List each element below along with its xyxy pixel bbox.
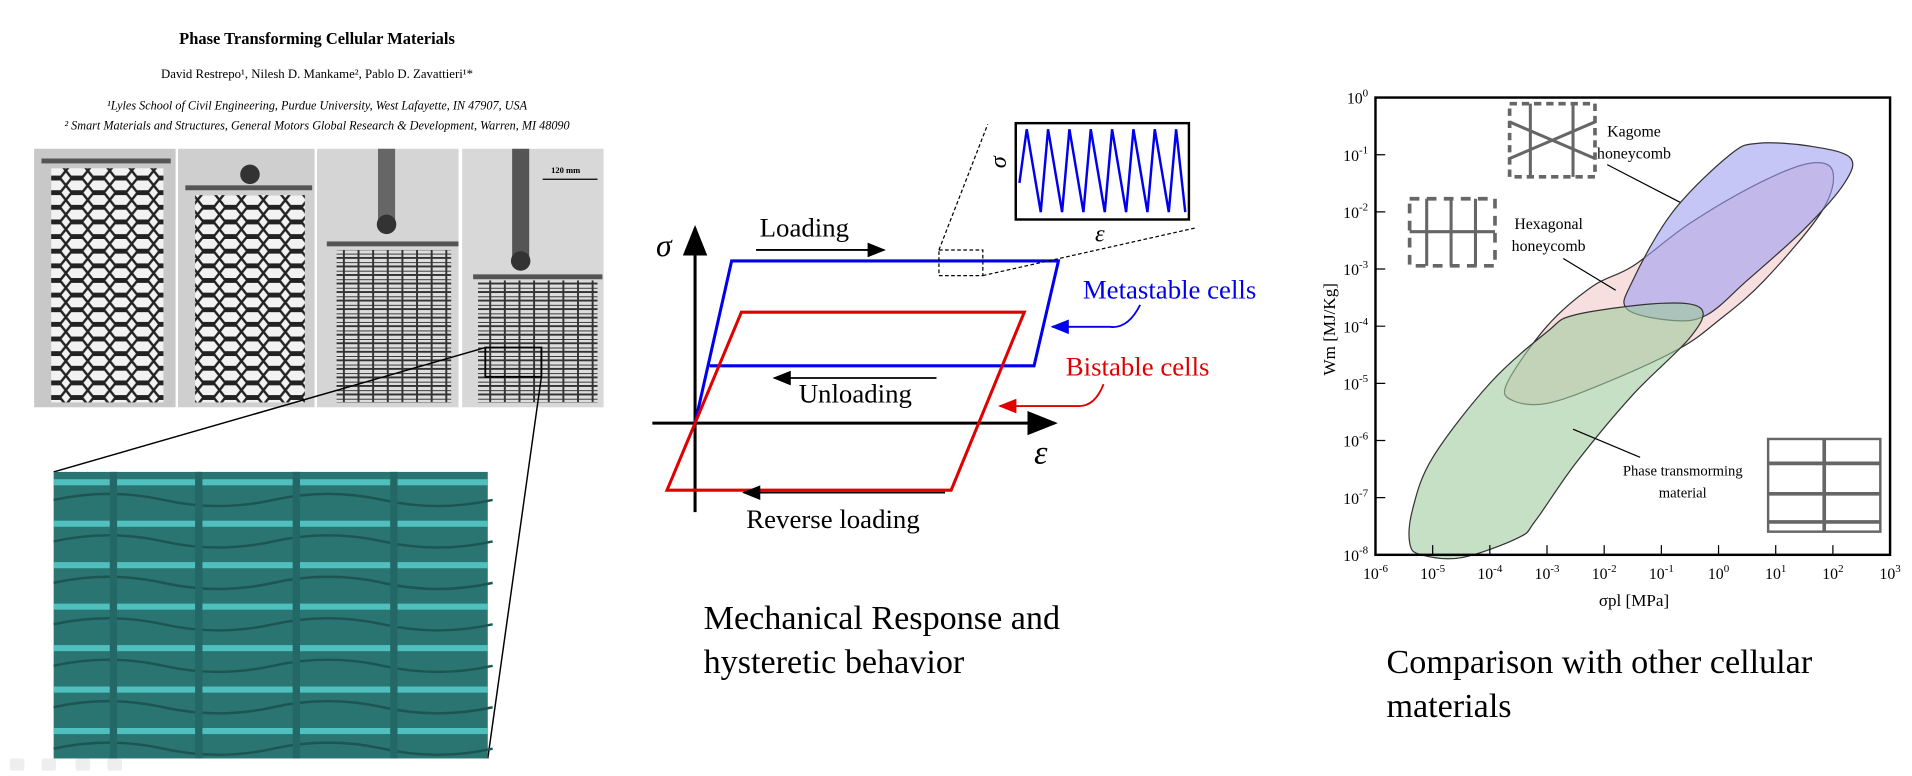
paper-title: Phase Transforming Cellular Materials xyxy=(179,29,455,48)
paper-authors: David Restrepo¹, Nilesh D. Mankame², Pab… xyxy=(161,68,474,82)
render-beam xyxy=(53,534,493,549)
inset-sigma: σ xyxy=(985,155,1012,168)
photo-panel-4: 120 mm xyxy=(462,148,604,408)
y-tick-label: 10-2 xyxy=(1343,202,1368,222)
hexagonal-label-1: Hexagonal xyxy=(1514,216,1583,233)
inset-epsilon: ε xyxy=(1095,220,1105,247)
photo-panel-3 xyxy=(317,148,459,408)
bistable-label: Bistable cells xyxy=(1066,352,1210,382)
nav-pen-icon[interactable] xyxy=(41,758,57,771)
zoom-dashed-box xyxy=(938,249,984,277)
render-column xyxy=(195,471,203,759)
axis-sigma: σ xyxy=(656,228,673,263)
hysteresis-diagram: σ ε Loading Unloading Reverse loading Me… xyxy=(652,121,1256,534)
region-phase-transmorming-material xyxy=(1408,302,1704,560)
3d-render xyxy=(53,471,493,759)
y-tick-label: 10-7 xyxy=(1343,487,1368,507)
x-tick-label: 10-6 xyxy=(1363,563,1388,583)
kagome-label-2: honeycomb xyxy=(1597,146,1671,163)
affiliation-2: ² Smart Materials and Structures, Genera… xyxy=(64,119,570,133)
hexagonal-label-2: honeycomb xyxy=(1512,238,1586,255)
photo-panel-1 xyxy=(34,148,176,408)
phase-label-1: Phase transmorming xyxy=(1623,464,1744,480)
nav-next-icon[interactable] xyxy=(107,758,122,771)
x-tick-label: 10-4 xyxy=(1477,563,1502,583)
y-tick-label: 10-5 xyxy=(1343,373,1368,393)
y-tick-label: 10-1 xyxy=(1343,144,1368,164)
hexagonal-icon xyxy=(1407,196,1497,268)
render-bar xyxy=(53,645,488,652)
x-tick-label: 100 xyxy=(1708,563,1730,583)
axis-epsilon: ε xyxy=(1034,434,1048,471)
comparison-caption: Comparison with other cellular materials xyxy=(1386,643,1813,726)
y-tick-label: 10-8 xyxy=(1343,545,1368,565)
render-column xyxy=(109,471,118,759)
render-beam xyxy=(53,741,493,756)
y-axis-label: Wm [MJ/Kg] xyxy=(1320,283,1339,375)
photo-panel-2 xyxy=(178,148,315,408)
kagome-icon xyxy=(1507,101,1597,179)
render-beam xyxy=(53,658,493,674)
x-tick-label: 103 xyxy=(1879,563,1901,583)
nav-prev-icon[interactable] xyxy=(9,758,25,771)
x-tick-label: 101 xyxy=(1765,563,1786,583)
render-beam xyxy=(53,575,493,591)
experiment-figure: 120 mm xyxy=(34,148,604,759)
x-tick-label: 10-1 xyxy=(1649,563,1674,583)
loading-label: Loading xyxy=(760,213,849,243)
phase-transforming-icon xyxy=(1766,437,1882,533)
scale-bar-label: 120 mm xyxy=(551,165,580,175)
render-bar xyxy=(53,520,488,527)
x-tick-label: 10-5 xyxy=(1420,563,1445,583)
x-tick-label: 102 xyxy=(1822,563,1843,583)
render-bar xyxy=(53,686,488,693)
affiliation-1: ¹Lyles School of Civil Engineering, Purd… xyxy=(107,99,528,114)
y-tick-label: 10-6 xyxy=(1343,430,1368,450)
render-column xyxy=(390,471,398,759)
reverse-loading-label: Reverse loading xyxy=(746,504,919,534)
comparison-chart: 10-6 10-5 10-4 10-3 10-2 10-1 100 101 102 103 100 1… xyxy=(1320,87,1901,610)
render-bar xyxy=(53,603,488,610)
x-axis-label: σpl [MPa] xyxy=(1599,591,1669,610)
render-beam xyxy=(53,699,493,715)
bistable-curve xyxy=(664,310,1027,492)
x-tick-label: 10-2 xyxy=(1592,563,1617,583)
y-tick-label: 10-4 xyxy=(1343,316,1368,336)
render-bar xyxy=(53,562,488,569)
unloading-label: Unloading xyxy=(799,378,912,408)
metastable-label: Metastable cells xyxy=(1083,275,1256,305)
y-tick-label: 100 xyxy=(1347,87,1369,107)
render-beam xyxy=(53,492,493,508)
render-bar xyxy=(53,479,488,486)
zoom-box xyxy=(484,346,543,378)
kagome-label-1: Kagome xyxy=(1607,124,1661,141)
render-bar xyxy=(53,727,488,735)
render-column xyxy=(292,471,300,759)
phase-label-2: material xyxy=(1659,486,1707,502)
x-tick-label: 10-3 xyxy=(1535,563,1560,583)
inset-sawtooth xyxy=(1018,129,1187,213)
nav-menu-icon[interactable] xyxy=(75,758,91,771)
y-tick-label: 10-3 xyxy=(1343,259,1368,279)
metastable-curve xyxy=(693,259,1061,424)
render-beam xyxy=(53,617,493,632)
mechanical-caption: Mechanical Response and hysteretic behav… xyxy=(703,599,1061,682)
